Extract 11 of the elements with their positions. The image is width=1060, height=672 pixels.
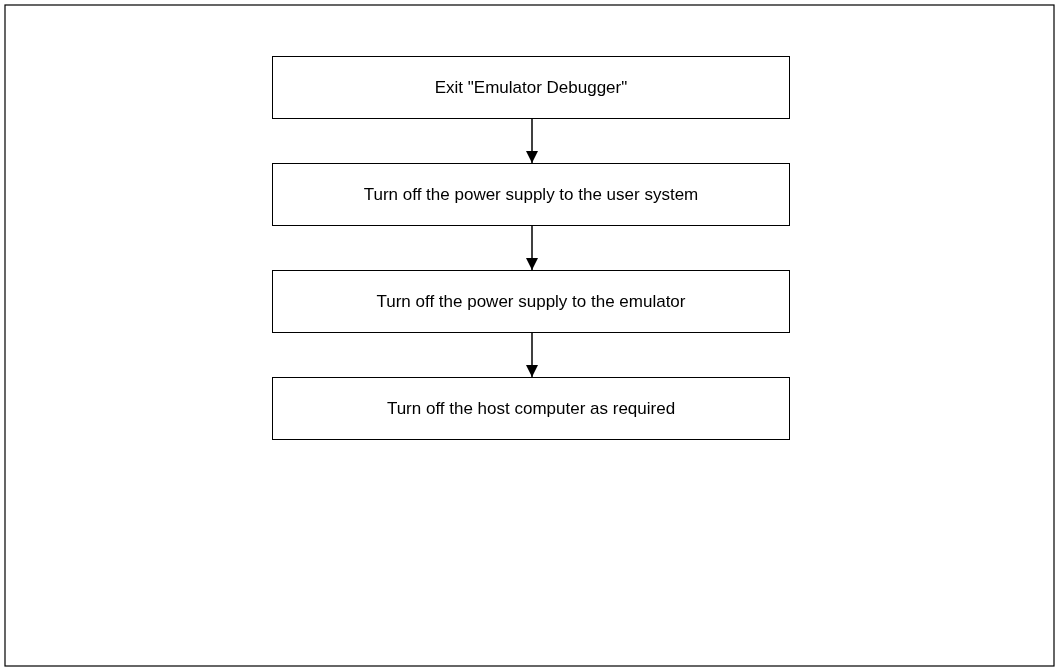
step-text: Turn off the power supply to the emulator — [376, 291, 686, 312]
process-box — [272, 377, 790, 440]
arrow — [526, 118, 538, 164]
process-box — [272, 270, 790, 333]
step-text: Exit "Emulator Debugger" — [434, 77, 628, 98]
step-text: Turn off the host computer as required — [386, 398, 676, 419]
process-box — [272, 56, 790, 119]
arrow — [526, 332, 538, 378]
step-text: Turn off the power supply to the user system — [363, 184, 699, 205]
process-box — [272, 163, 790, 226]
arrow — [526, 225, 538, 271]
